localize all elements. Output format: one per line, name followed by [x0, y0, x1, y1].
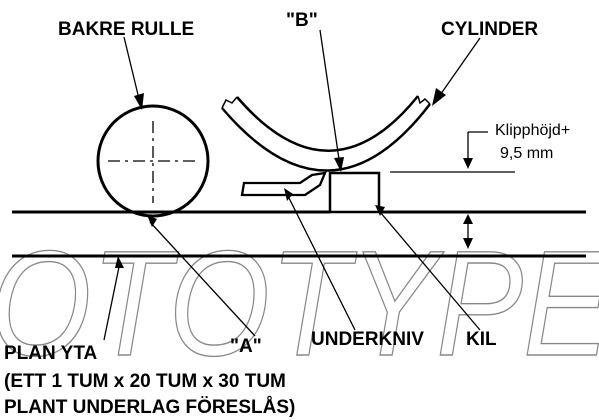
- watermark-text: OTOTYPE: [0, 219, 599, 387]
- label-flat-surface-2: (ETT 1 TUM x 20 TUM x 30 TUM: [4, 371, 286, 392]
- wedge-block: [328, 171, 381, 214]
- label-flat-surface-3: PLANT UNDERLAG FÖRESLÅS): [4, 397, 295, 418]
- rear-roller: [96, 104, 210, 218]
- label-rear-roller: BAKRE RULLE: [58, 19, 194, 40]
- flat-plate: [12, 210, 586, 258]
- bedknife: [240, 171, 327, 197]
- cylinder-arc: [221, 95, 431, 172]
- label-clip-height-2: 9,5 mm: [500, 145, 553, 162]
- label-point-b: "B": [286, 10, 318, 31]
- label-cylinder: CYLINDER: [441, 19, 538, 40]
- label-flat-surface-1: PLAN YTA: [4, 343, 98, 364]
- label-clip-height-1: Klipphöjd+: [495, 122, 570, 139]
- label-bedknife: UNDERKNIV: [311, 329, 424, 350]
- height-dimension: [390, 131, 515, 249]
- leader-lines: [103, 29, 481, 341]
- label-point-a: "A": [230, 336, 262, 357]
- label-wedge: KIL: [466, 329, 497, 350]
